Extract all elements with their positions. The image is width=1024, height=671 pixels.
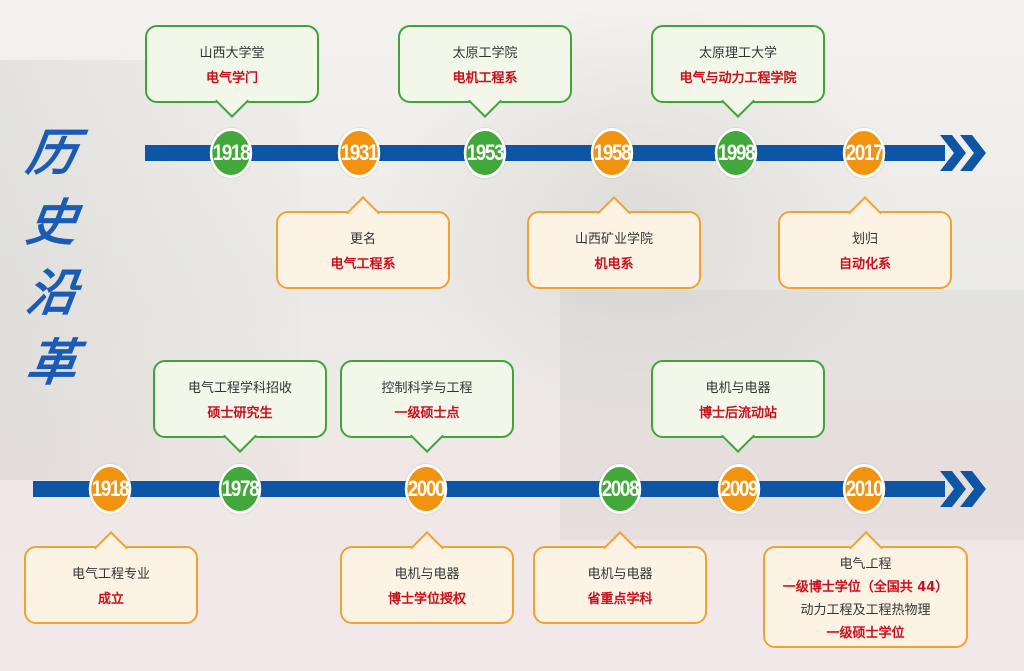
event-title: 太原工学院 — [452, 46, 518, 61]
year-node-1998: 1998 — [714, 128, 758, 178]
event-highlight: 博士学位授权 — [387, 592, 466, 607]
title-char: 沿 — [22, 263, 82, 322]
event-highlight: 一级博士学位（全国共 44） — [782, 580, 949, 595]
event-callout-2000-above: 控制科学与工程一级硕士点 — [340, 360, 514, 438]
event-title: 电机与电器 — [705, 381, 771, 396]
year-node-1978: 1978 — [218, 464, 262, 514]
page-title: 历 史 沿 革 — [22, 120, 82, 396]
event-title: 电机与电器 — [587, 567, 653, 582]
year-node-2010: 2010 — [842, 464, 886, 514]
event-callout-2009: 电机与电器博士后流动站 — [651, 360, 825, 438]
event-title: 电机与电器 — [394, 567, 460, 582]
chevron-right-icon — [940, 471, 986, 507]
event-callout-1918: 电气工程专业成立 — [24, 546, 198, 624]
event-highlight: 电气工程系 — [330, 257, 396, 272]
event-title: 太原理工大学 — [698, 46, 777, 61]
event-title: 动力工程及工程热物理 — [800, 603, 931, 618]
year-node-1958: 1958 — [590, 128, 634, 178]
event-highlight: 一级硕士点 — [394, 406, 460, 421]
event-title: 山西大学堂 — [199, 46, 265, 61]
event-callout-1958: 山西矿业学院机电系 — [527, 211, 701, 289]
year-node-1953: 1953 — [463, 128, 507, 178]
year-node-2009: 2009 — [717, 464, 761, 514]
event-highlight: 电机工程系 — [452, 71, 518, 86]
event-callout-2000-below: 电机与电器博士学位授权 — [340, 546, 514, 624]
event-highlight: 博士后流动站 — [698, 406, 777, 421]
year-node-2017: 2017 — [842, 128, 886, 178]
year-node-2008: 2008 — [598, 464, 642, 514]
year-node-2000: 2000 — [404, 464, 448, 514]
event-callout-1953: 太原工学院电机工程系 — [398, 25, 572, 103]
title-char: 历 — [22, 123, 82, 182]
event-highlight: 省重点学科 — [587, 592, 653, 607]
event-highlight: 一级硕士学位 — [826, 626, 905, 641]
event-title: 电气工程 — [839, 557, 892, 572]
event-callout-2017: 划归自动化系 — [778, 211, 952, 289]
title-char: 革 — [22, 333, 82, 392]
event-highlight: 机电系 — [594, 257, 634, 272]
event-title: 山西矿业学院 — [574, 232, 653, 247]
event-highlight: 电气学门 — [205, 71, 258, 86]
event-title: 更名 — [349, 232, 376, 247]
chevron-right-icon — [940, 135, 986, 171]
event-callout-1978: 电气工程学科招收硕士研究生 — [153, 360, 327, 438]
year-node-1918: 1918 — [209, 128, 253, 178]
event-callout-2010: 电气工程一级博士学位（全国共 44） 动力工程及工程热物理一级硕士学位 — [763, 546, 968, 648]
event-title: 划归 — [851, 232, 878, 247]
timeline-bar-2 — [33, 481, 945, 497]
event-highlight: 电气与动力工程学院 — [679, 71, 797, 86]
event-callout-1918: 山西大学堂电气学门 — [145, 25, 319, 103]
event-highlight: 成立 — [97, 592, 124, 607]
event-title: 电气工程专业 — [71, 567, 150, 582]
event-title: 控制科学与工程 — [381, 381, 473, 396]
year-node-1918: 1918 — [88, 464, 132, 514]
event-highlight: 自动化系 — [838, 257, 891, 272]
event-callout-1931: 更名电气工程系 — [276, 211, 450, 289]
event-highlight: 硕士研究生 — [207, 406, 273, 421]
title-char: 史 — [22, 193, 82, 252]
event-callout-2008: 电机与电器省重点学科 — [533, 546, 707, 624]
timeline-bar-1 — [145, 145, 945, 161]
event-title: 电气工程学科招收 — [187, 381, 292, 396]
event-callout-1998: 太原理工大学电气与动力工程学院 — [651, 25, 825, 103]
year-node-1931: 1931 — [337, 128, 381, 178]
